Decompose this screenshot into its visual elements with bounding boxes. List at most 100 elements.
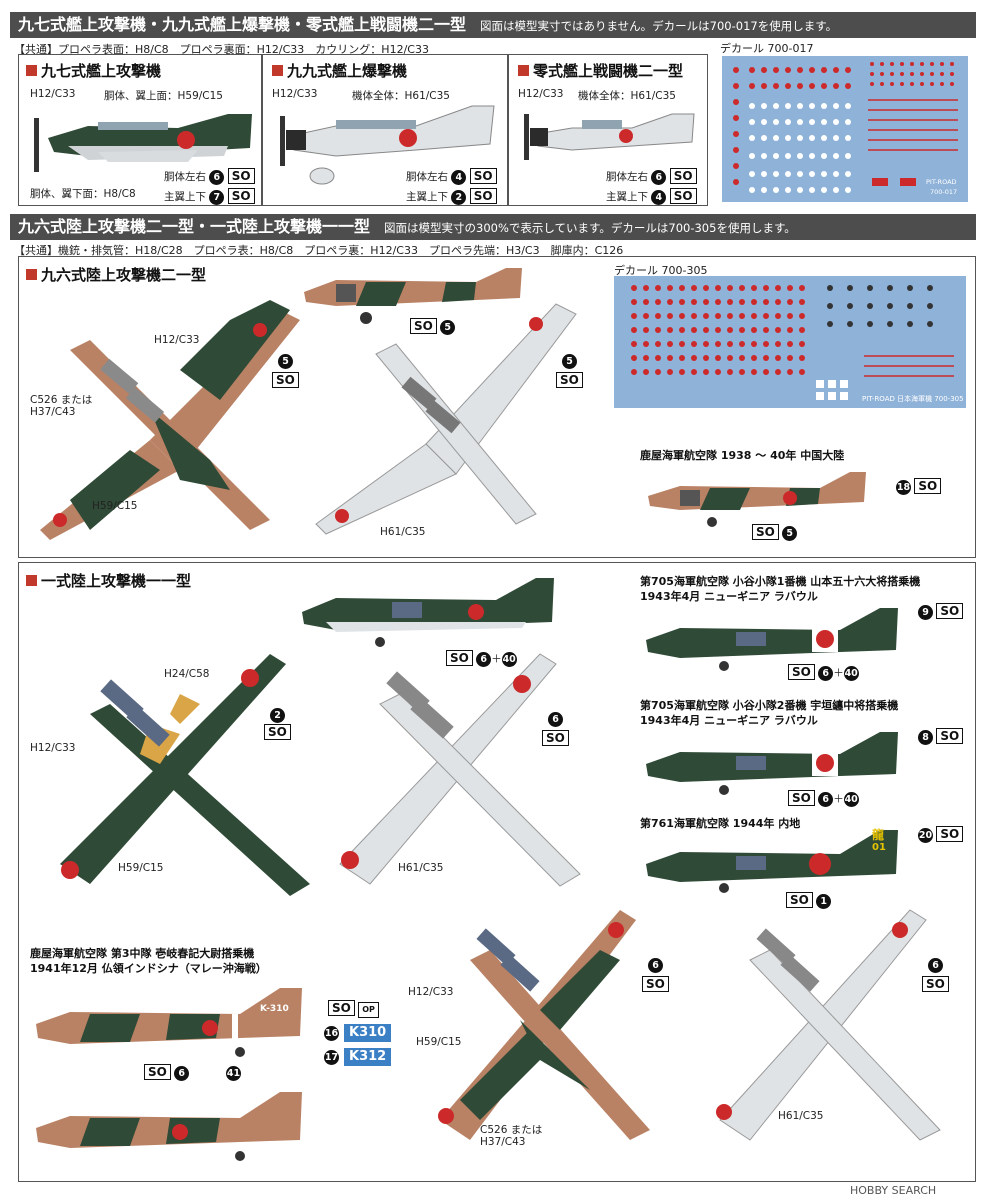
kate-side-view [34,114,252,172]
g4m-camo-label-h59: H59/C15 [416,1036,462,1048]
g3m-top-decal: 5 [278,354,293,369]
panel-zero [508,54,708,206]
decal-sheet-700-305 [614,276,966,408]
decal-sheet-700-017 [722,56,968,202]
g4m-top-decal: 2 [270,708,285,723]
plane3-label-prop: H12/C33 [518,88,564,100]
g3m-under-view [315,303,577,535]
g4m-v3-tail-decal: 20 SO [918,826,964,843]
g3m-caption: 鹿屋海軍航空隊 1938 ～ 40年 中国大陸 [640,449,845,462]
zero-side-view [524,113,695,160]
plane3-label-wing: 主翼上下 4 SO [606,188,697,205]
g4m-silver-so: SO [922,976,949,992]
g4m-v4-chip-k312: K312 [344,1048,392,1066]
g4m-v4-tail: K-310 [260,1004,289,1014]
g3m-under-decal: 5 [562,354,577,369]
g3m-label-c526: C526 または [30,394,93,406]
g4m-v2-side-view [646,732,898,795]
g3m-variant-side-view [648,472,866,527]
g4m-v4-side-view [36,988,302,1057]
plane2-label-fuselage: 胴体左右 4 SO [406,168,497,185]
section1-common: 【共通】プロペラ表面：H8/C8 プロペラ裏面：H12/C33 カウリング：H1… [14,43,429,56]
decal2-title: デカール 700-305 [614,264,708,277]
plane2-label-wing: 主翼上下 2 SO [406,188,497,205]
plane3-title: 零式艦上戦闘機二一型 [518,60,683,81]
plane3-label-body: 機体全体：H61/C35 [578,90,676,102]
plane1-label-lower: 胴体、翼下面：H8/C8 [30,188,136,200]
g3m-variant-body-decal: SO 5 [752,524,798,541]
g4m-v2-tail: 326 [846,730,864,740]
section1-note: 図面は模型実寸ではありません。デカールは700-017を使用します。 [480,19,838,33]
plane1-label-prop: H12/C33 [30,88,76,100]
g4m-v4-n17: 17 [324,1050,339,1065]
g4m-silver-decal: 6 [928,958,943,973]
g4m-v4-n16: 16 [324,1026,339,1041]
plane2-title: 九九式艦上爆撃機 [272,60,407,81]
g4m-v3-tail2: 01 [872,842,886,853]
g4m-label-prop: H12/C33 [30,742,76,754]
panel-g3m [18,256,976,558]
g3m-label-h37: H37/C43 [30,406,76,418]
plane3-label-fuselage: 胴体左右 6 SO [606,168,697,185]
g4m-v4-chip-k310: K310 [344,1024,392,1042]
g3m-title: 九六式陸上攻撃機二一型 [26,264,206,285]
g4m-under-view [339,653,581,887]
plane1-label-wing: 主翼上下 7 SO [164,188,255,205]
g4m-v1-side-view [646,608,898,671]
g4m-v4-n41: 41 [226,1066,241,1081]
g3m-side-decal: SO 5 [410,318,456,335]
g4m-v2-body-decal: SO 6＋40 [788,790,859,807]
section1-header: 九七式艦上攻撃機・九九式艦上爆撃機・零式艦上戦闘機二一型図面は模型実寸ではありま… [10,12,976,38]
g4m-camo-label-prop: H12/C33 [408,986,454,998]
g4m-v3-caption: 第761海軍航空隊 1944年 内地 [640,817,801,830]
g4m-v4-tail-so: SO OP [328,1000,379,1018]
g4m-v1-body-decal: SO 6＋40 [788,664,859,681]
plane2-label-prop: H12/C33 [272,88,318,100]
g4m-v1-tail: 323 [846,606,864,616]
g3m-under-so: SO [556,372,583,388]
g4m-camo-top-view [438,910,650,1140]
g4m-label-h24: H24/C58 [164,668,210,680]
g4m-v2-tail-decal: 8 SO [918,728,964,745]
g4m-v3-body-decal: SO 1 [786,892,832,909]
g4m-camo-decal: 6 [648,958,663,973]
decal2-brand: PIT-ROAD 日本海軍機 700-305 [862,395,964,403]
g4m-silver-under-view [716,909,941,1141]
g4m-v4-side-view-2 [36,1092,302,1161]
section2-title: 九六式陸上攻撃機二一型・一式陸上攻撃機一一型 [18,217,371,236]
g4m-side-decal: SO 6＋40 [446,650,517,667]
section2-header: 九六式陸上攻撃機二一型・一式陸上攻撃機一一型図面は模型実寸の300%で表示してい… [10,214,976,240]
g3m-side-view [304,268,522,324]
g4m-v1-tail-decal: 9 SO [918,603,964,620]
plane1-title: 九七式艦上攻撃機 [26,60,161,81]
g3m-label-h59: H59/C15 [92,500,138,512]
decal1-brand: PIT-ROAD [926,178,957,186]
watermark: HOBBY SEARCH [850,1184,937,1197]
g4m-v3-side-view [646,830,898,893]
panel-g4m [18,562,976,1182]
g4m-camo-label-h37: H37/C43 [480,1136,526,1148]
g4m-label-h61: H61/C35 [398,862,444,874]
decal1-code: 700-017 [930,188,958,196]
g4m-camo-so: SO [642,976,669,992]
g4m-v3-tail1: 龍 [872,828,885,842]
panel-val [262,54,508,206]
g4m-camo-label-c526: C526 または [480,1124,543,1136]
g3m-variant-tail-decal: 18 SO [896,478,942,495]
g3m-label-h61: H61/C35 [380,526,426,538]
g4m-under-decal: 6 [548,712,563,727]
section2-common: 【共通】機銃・排気管：H18/C28 プロペラ表：H8/C8 プロペラ裏：H12… [14,244,624,257]
decal1-title: デカール 700-017 [720,42,814,55]
g4m-top-so: SO [264,724,291,740]
plane1-label-fuselage: 胴体左右 6 SO [164,168,255,185]
g3m-label-prop: H12/C33 [154,334,200,346]
g4m-v4-body-decal: SO 6 [144,1064,190,1081]
plane1-label-upper: 胴体、翼上面：H59/C15 [104,90,223,102]
g4m-label-h59: H59/C15 [118,862,164,874]
section2-note: 図面は模型実寸の300%で表示しています。デカールは700-305を使用します。 [384,221,796,235]
g4m-side-view [302,578,554,647]
g4m-silver-label-h61: H61/C35 [778,1110,824,1122]
